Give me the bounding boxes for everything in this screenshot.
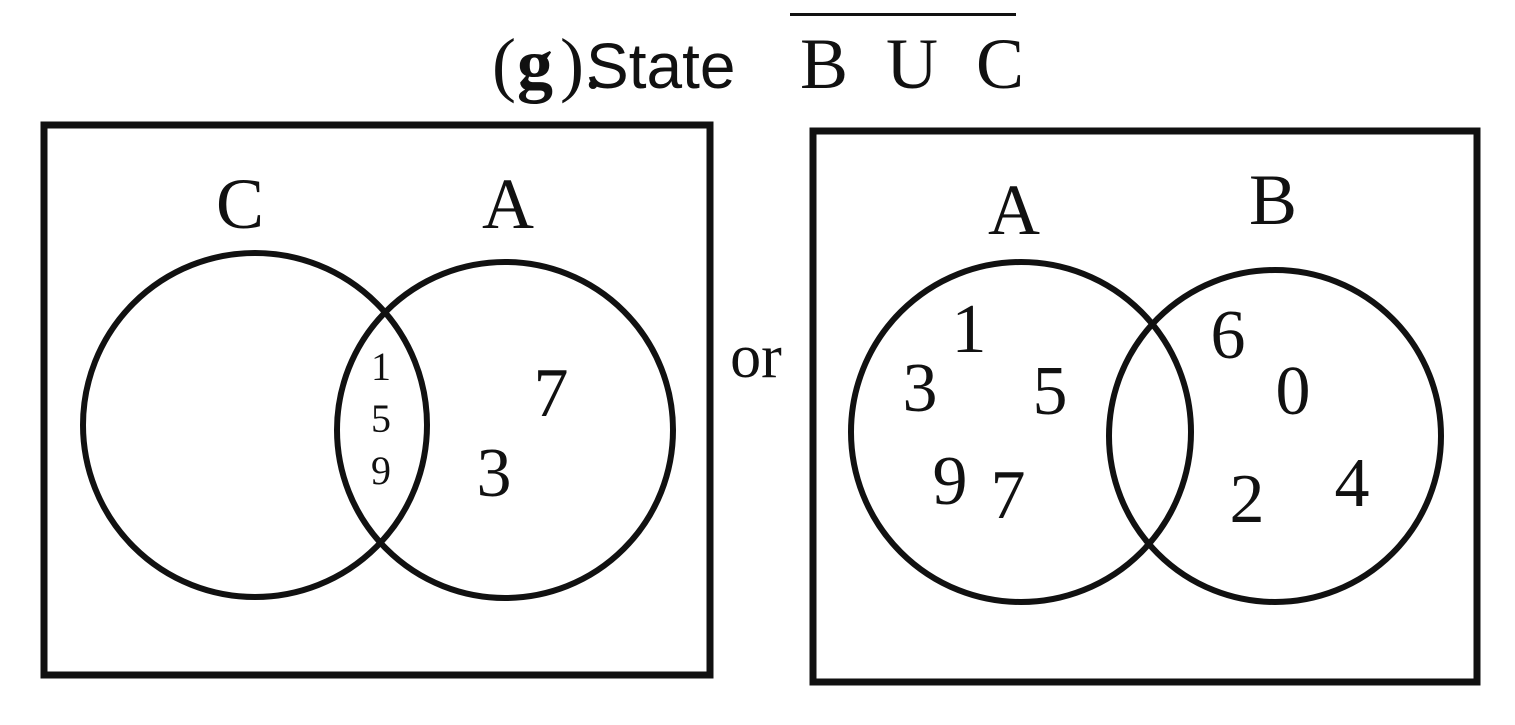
title-part-letter: g [517,24,553,104]
diagram-title: ( g ). State B U C [0,8,1515,108]
title-set-expression: B U C [800,24,1035,104]
venn-diagram-right: A B 1 3 5 9 7 6 0 2 4 [809,127,1481,686]
element-value: 5 [371,396,391,441]
element-value: 5 [1033,353,1068,430]
venn-diagram-left: C A 1 5 9 7 3 [40,121,714,679]
set-circle-a [334,259,676,601]
element-value: 1 [952,291,987,368]
universal-set-box-right [809,127,1481,686]
title-instruction: State [586,30,736,102]
set-circle-a [848,259,1194,605]
element-value: 2 [1230,461,1265,538]
set-label-b: B [1249,160,1297,240]
set-label-a: A [988,170,1040,250]
element-value: 6 [1211,297,1246,374]
element-value: 7 [991,457,1026,534]
complement-overline [790,13,1016,16]
set-label-c: C [216,164,264,244]
element-value: 0 [1276,353,1311,430]
element-value: 9 [371,448,391,493]
title-open-paren: ( [492,24,516,104]
element-value: 3 [477,435,512,512]
element-value: 1 [371,344,391,389]
set-label-a: A [482,164,534,244]
set-circle-c [80,250,430,600]
element-value: 9 [933,443,968,520]
element-value: 4 [1335,445,1370,522]
title-close-paren: ). [560,24,602,104]
set-circle-b [1106,267,1444,605]
element-value: 3 [903,350,938,427]
connector-or: or [730,323,782,391]
universal-set-box-left [40,121,714,679]
element-value: 7 [534,355,569,432]
